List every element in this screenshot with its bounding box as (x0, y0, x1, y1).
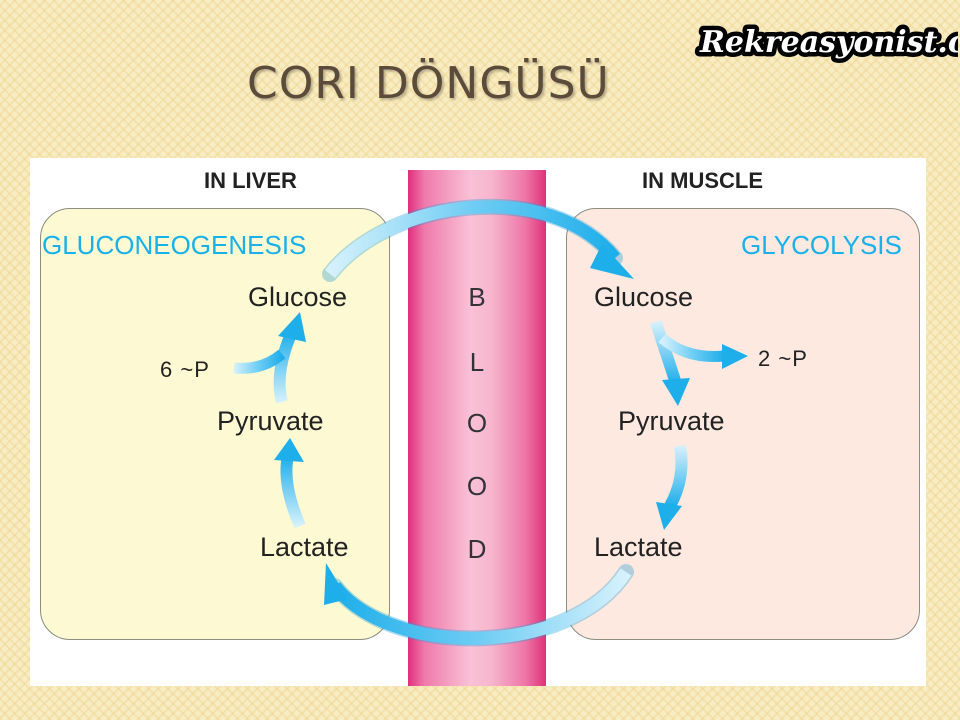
muscle-compartment (566, 208, 920, 640)
muscle-glucose: Glucose (594, 282, 694, 312)
arrow-muscle-glucose-to-pyruvate (650, 320, 748, 406)
cycle-arrows (233, 198, 748, 647)
liver-glucose: Glucose (248, 282, 348, 312)
watermark-logo: Rekreasyonist.com Rekreasyonist.com (695, 21, 959, 65)
blood-vessel (408, 170, 546, 686)
liver-header: IN LIVER (204, 168, 297, 193)
watermark-text: Rekreasyonist.com (699, 25, 958, 60)
muscle-lactate: Lactate (594, 532, 683, 562)
liver-atp-input: 6 ~P (160, 357, 210, 382)
slide-title: CORI DÖNGÜSÜ (247, 58, 610, 109)
liver-pyruvate: Pyruvate (217, 406, 324, 436)
liver-lactate: Lactate (260, 532, 349, 562)
cori-cycle-figure: IN LIVER IN MUSCLE GLUCONEOGENESIS GLYCO… (30, 158, 926, 686)
arrow-muscle-lactate-to-liver-lactate (324, 563, 634, 647)
muscle-header: IN MUSCLE (642, 168, 763, 193)
arrow-liver-pyruvate-to-glucose (233, 312, 306, 404)
gluconeogenesis-label: GLUCONEOGENESIS (42, 230, 307, 260)
arrow-muscle-pyruvate-to-lactate (656, 444, 688, 530)
arrow-liver-glucose-to-muscle-glucose (322, 198, 634, 282)
muscle-pyruvate: Pyruvate (618, 406, 725, 436)
watermark-outline: Rekreasyonist.com (699, 25, 958, 60)
liver-compartment (40, 208, 390, 640)
arrow-liver-lactate-to-pyruvate (274, 438, 306, 529)
glycolysis-label: GLYCOLYSIS (741, 230, 902, 260)
muscle-atp-output: 2 ~P (758, 346, 808, 371)
